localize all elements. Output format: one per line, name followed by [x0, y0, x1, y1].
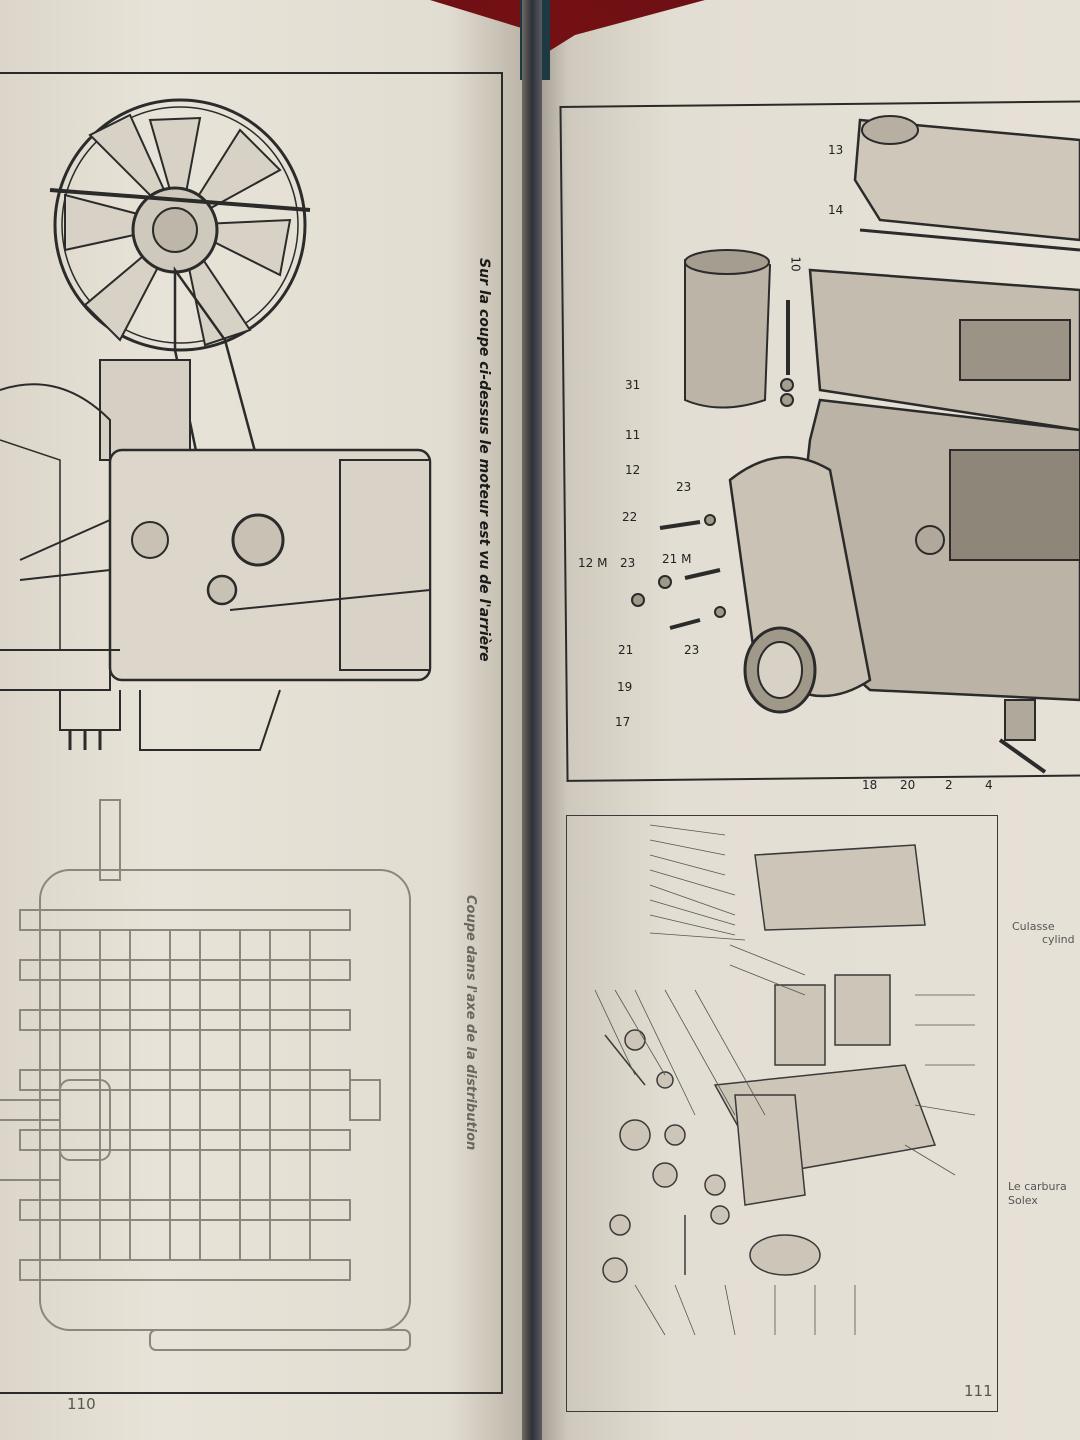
callout-23b: 23 — [620, 556, 636, 570]
callout-22: 22 — [622, 510, 638, 524]
caption-bottom-left: Coupe dans l'axe de la distribution — [463, 895, 478, 1151]
side-text-bottom-2: Solex — [1008, 1194, 1038, 1207]
callout-14: 14 — [828, 203, 844, 217]
callout-11: 11 — [625, 428, 641, 442]
side-text-top-2: cylind — [1042, 933, 1075, 946]
page-number-left: 110 — [67, 1395, 96, 1413]
callout-23a: 23 — [676, 480, 692, 494]
right-figure-frame-bottom — [566, 815, 998, 1412]
callout-19: 19 — [617, 680, 633, 694]
left-figure-frame — [0, 72, 503, 1394]
engine-block-drawing — [0, 799, 411, 1351]
callout-4: 4 — [985, 778, 993, 792]
engine-section-drawing — [0, 98, 432, 751]
callout-10: 10 — [788, 256, 803, 272]
side-text-top-1: Culasse — [1012, 920, 1055, 933]
side-text-bottom-1: Le carbura — [1008, 1180, 1067, 1193]
callout-18: 18 — [862, 778, 878, 792]
carburettor-exploded-drawing — [594, 824, 976, 1336]
callout-20: 20 — [900, 778, 916, 792]
book-gutter — [522, 0, 542, 1440]
callout-31: 31 — [625, 378, 641, 392]
callout-21m: 21 M — [662, 552, 692, 566]
callout-23c: 23 — [684, 643, 700, 657]
callout-2: 2 — [945, 778, 953, 792]
callout-12m: 12 M — [578, 556, 608, 570]
exploded-engine-drawing — [631, 115, 1080, 774]
page-number-right: 111 — [964, 1382, 993, 1400]
callout-21: 21 — [618, 643, 634, 657]
caption-top-left: Sur la coupe ci-dessus le moteur est vu … — [476, 258, 492, 662]
callout-13: 13 — [828, 143, 844, 157]
callout-12: 12 — [625, 463, 641, 477]
callout-17: 17 — [615, 715, 631, 729]
right-page — [535, 0, 1080, 1440]
